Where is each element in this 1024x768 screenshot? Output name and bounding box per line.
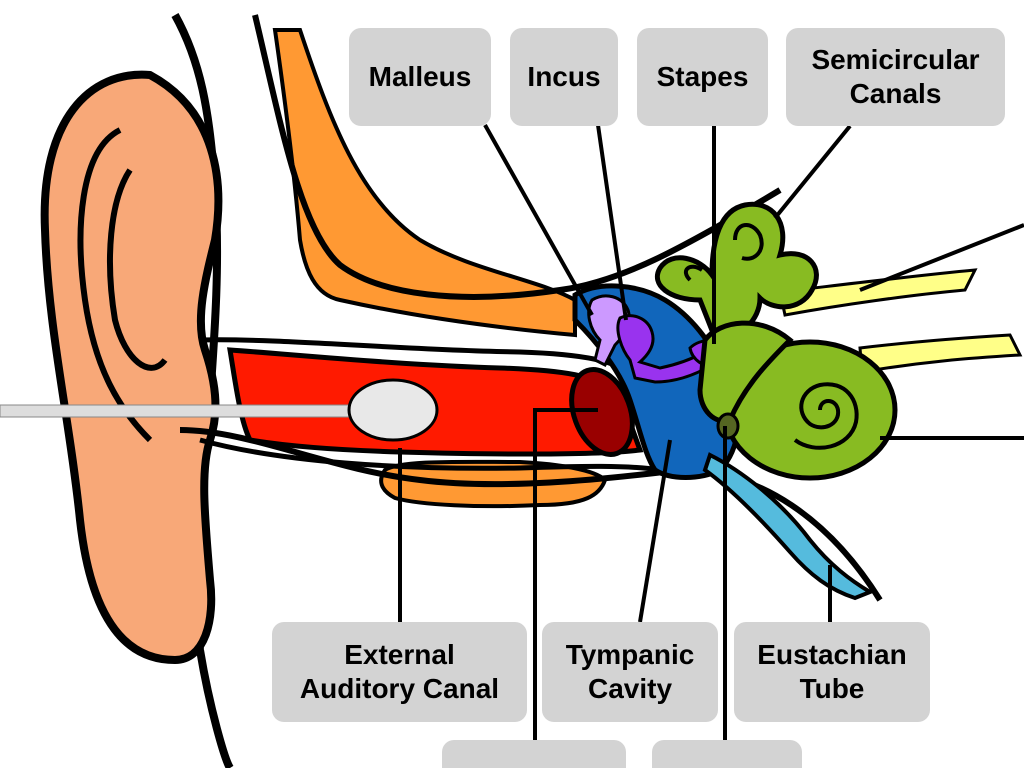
vestibule-shape (697, 320, 794, 424)
label-malleus: Malleus (349, 28, 491, 126)
leader-eardrum (533, 408, 598, 768)
label-stapes: Stapes (637, 28, 768, 126)
skull-line-lower (179, 427, 883, 602)
label-box-partial-left (442, 740, 626, 768)
leader-incus (596, 124, 628, 321)
swab-tip (347, 378, 439, 442)
cochlear-nerve (858, 333, 1023, 374)
pinna (40, 70, 223, 665)
label-semicircular-canals: Semicircular Canals (786, 28, 1005, 126)
leader-malleus (483, 124, 594, 316)
leader-tympanic (638, 439, 672, 623)
label-incus: Incus (510, 28, 618, 126)
canal-loops (683, 223, 764, 282)
temporal-bone-upper (272, 28, 577, 338)
vestibular-nerve (778, 268, 978, 317)
label-box-partial-right (652, 740, 802, 768)
incus-shape (616, 314, 715, 384)
label-eustachian-tube: Eustachian Tube (734, 622, 930, 722)
leader-semicircular (773, 124, 852, 220)
swab-stick (0, 404, 361, 418)
cochlea-spiral (793, 382, 859, 450)
skull-line-upper (252, 14, 782, 300)
leader-lines (398, 124, 1024, 768)
eustachian-tube-shape (702, 452, 875, 601)
label-tympanic-cavity: Tympanic Cavity (542, 622, 718, 722)
leader-vestibular-nerve (859, 223, 1024, 292)
round-window (716, 412, 740, 440)
label-external-auditory-canal: External Auditory Canal (272, 622, 527, 722)
canal-wall-lower (199, 437, 661, 473)
